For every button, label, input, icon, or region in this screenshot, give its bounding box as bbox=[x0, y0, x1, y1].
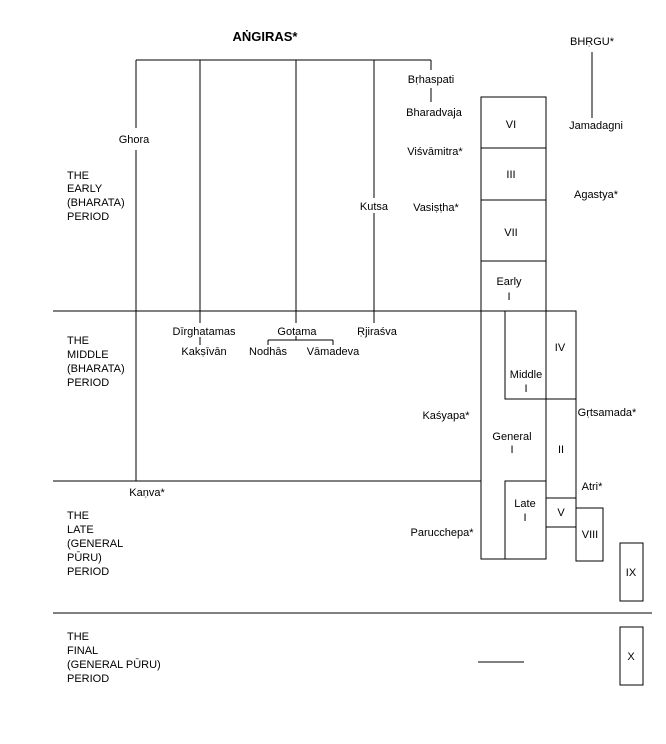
book-early-i-box bbox=[480, 260, 547, 312]
book-x-label: X bbox=[627, 651, 635, 663]
svg-text:(BHARATA): (BHARATA) bbox=[67, 197, 125, 209]
svg-text:EARLY: EARLY bbox=[67, 183, 103, 195]
kanva-label: Kaṇva* bbox=[129, 487, 165, 499]
grtsamada-label: Gṛtsamada* bbox=[578, 407, 637, 419]
jamadagni-label: Jamadagni bbox=[569, 120, 623, 132]
book-vi-label: VI bbox=[506, 119, 516, 131]
period-final-label: THE FINAL (GENERAL PŪRU) PERIOD bbox=[67, 631, 161, 685]
book-general-numeral: I bbox=[510, 444, 513, 456]
book-middle-label: Middle bbox=[510, 369, 542, 381]
svg-text:LATE: LATE bbox=[67, 524, 94, 536]
book-late-i-box bbox=[504, 480, 547, 560]
book-middle-numeral: I bbox=[524, 383, 527, 395]
svg-text:MIDDLE: MIDDLE bbox=[67, 349, 109, 361]
period-early-label: THE EARLY (BHARATA) PERIOD bbox=[67, 170, 125, 223]
book-ix-box bbox=[619, 542, 644, 602]
book-viii-label: VIII bbox=[582, 529, 599, 541]
book-vii-box bbox=[480, 199, 547, 262]
book-vii-label: VII bbox=[504, 227, 517, 239]
svg-text:PERIOD: PERIOD bbox=[67, 673, 109, 685]
book-general-label: General bbox=[492, 431, 531, 443]
book-viii-box bbox=[575, 507, 604, 562]
book-vi-box bbox=[480, 96, 547, 149]
period-middle-label: THE MIDDLE (BHARATA) PERIOD bbox=[67, 335, 125, 389]
book-iv-label: IV bbox=[555, 342, 566, 354]
bharadvaja-label: Bharadvaja bbox=[406, 107, 463, 119]
book-ii-box bbox=[545, 398, 577, 499]
book-iv-box bbox=[545, 310, 577, 400]
svg-text:THE: THE bbox=[67, 510, 89, 522]
svg-text:PERIOD: PERIOD bbox=[67, 211, 109, 223]
parucchepa-label: Parucchepa* bbox=[411, 527, 475, 539]
ghora-label: Ghora bbox=[119, 134, 150, 146]
vamadeva-label: Vāmadeva bbox=[307, 346, 360, 358]
rjirasva-label: Ṛjiraśva bbox=[357, 326, 398, 338]
book-v-box bbox=[545, 497, 577, 528]
svg-text:(BHARATA): (BHARATA) bbox=[67, 363, 125, 375]
svg-text:PERIOD: PERIOD bbox=[67, 377, 109, 389]
svg-text:(GENERAL PŪRU): (GENERAL PŪRU) bbox=[67, 659, 161, 671]
book-middle-i-box bbox=[504, 310, 547, 400]
svg-text:FINAL: FINAL bbox=[67, 645, 98, 657]
vasistha-label: Vasiṣṭha* bbox=[413, 202, 459, 214]
kasyapa-label: Kaśyapa* bbox=[422, 410, 470, 422]
book-ii-label: II bbox=[558, 444, 564, 456]
nodhas-label: Nodhās bbox=[249, 346, 287, 358]
atri-label: Atri* bbox=[582, 481, 604, 493]
book-early-numeral: I bbox=[507, 291, 510, 303]
svg-text:PŪRU): PŪRU) bbox=[67, 552, 102, 564]
book-iii-box bbox=[480, 147, 547, 201]
book-x-box bbox=[619, 626, 644, 686]
bhrgu-label: BHṚGU* bbox=[570, 36, 615, 48]
book-late-label: Late bbox=[514, 498, 535, 510]
book-late-numeral: I bbox=[523, 512, 526, 524]
book-v-label: V bbox=[557, 507, 565, 519]
book-early-label: Early bbox=[496, 276, 522, 288]
brhaspati-label: Bṛhaspati bbox=[408, 74, 454, 86]
svg-text:THE: THE bbox=[67, 335, 89, 347]
svg-text:THE: THE bbox=[67, 170, 89, 182]
svg-text:PERIOD: PERIOD bbox=[67, 566, 109, 578]
svg-text:THE: THE bbox=[67, 631, 89, 643]
angiras-title: AṄGIRAS* bbox=[232, 29, 298, 44]
book-ix-label: IX bbox=[626, 567, 637, 579]
kutsa-label: Kutsa bbox=[360, 201, 389, 213]
book-iii-label: III bbox=[506, 169, 515, 181]
visvamitra-label: Viśvāmitra* bbox=[407, 146, 463, 158]
dirghatamas-label: Dīrghatamas bbox=[173, 326, 236, 338]
kaksivan-label: Kakṣīvān bbox=[181, 346, 226, 358]
svg-text:(GENERAL: (GENERAL bbox=[67, 538, 123, 550]
period-late-label: THE LATE (GENERAL PŪRU) PERIOD bbox=[67, 510, 123, 578]
agastya-label: Agastya* bbox=[574, 189, 619, 201]
gotama-label: Gotama bbox=[277, 326, 317, 338]
